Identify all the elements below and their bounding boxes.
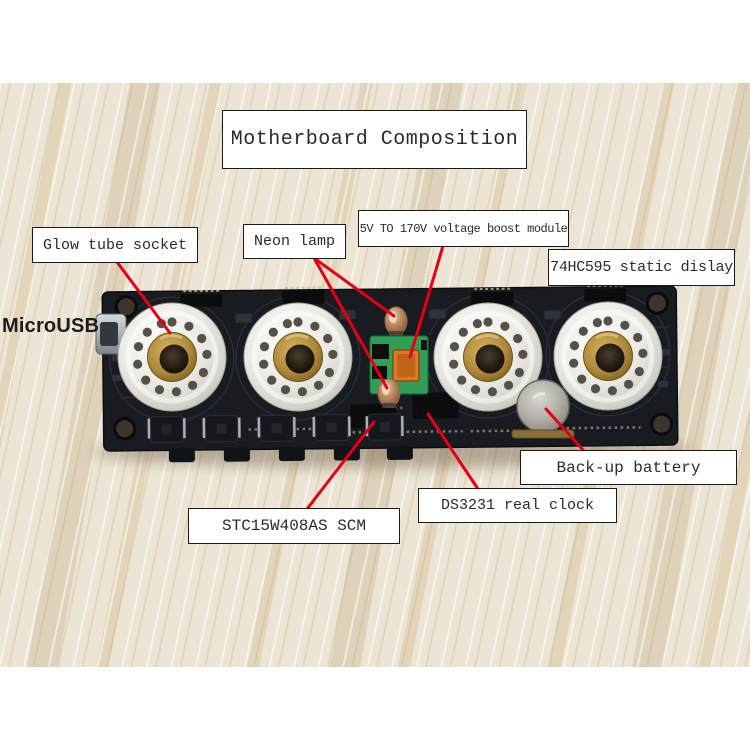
ds3231-line [426, 412, 480, 491]
stc-line [305, 420, 376, 511]
label-74hc595: 74HC595 static dislay [548, 249, 735, 286]
tube-socket-4 [554, 302, 662, 410]
page-title: Motherboard Composition [222, 110, 527, 169]
label-boost-module: 5V TO 170V voltage boost module [358, 210, 569, 247]
glow-socket-line [115, 260, 172, 335]
label-micro-usb: MicroUSB [2, 315, 100, 337]
boost-module [369, 335, 429, 395]
tube-socket-2 [244, 303, 352, 411]
neon-lamp-2 [377, 378, 401, 409]
tube-socket-1 [118, 303, 226, 411]
label-neon-lamp: Neon lamp [243, 224, 346, 259]
label-backup-battery: Back-up battery [520, 450, 737, 485]
neon-lamp-line-1 [312, 256, 396, 318]
boost-module-line [408, 244, 445, 359]
label-stc15w408as: STC15W408AS SCM [188, 508, 400, 544]
neon-lamp-line-2 [312, 256, 389, 390]
ds3231-chip [412, 392, 459, 419]
label-ds3231: DS3231 real clock [418, 488, 617, 523]
battery-line [544, 407, 586, 453]
callout-lines [115, 244, 586, 511]
mounting-holes [113, 291, 674, 441]
label-glow-tube-socket: Glow tube socket [32, 227, 198, 263]
